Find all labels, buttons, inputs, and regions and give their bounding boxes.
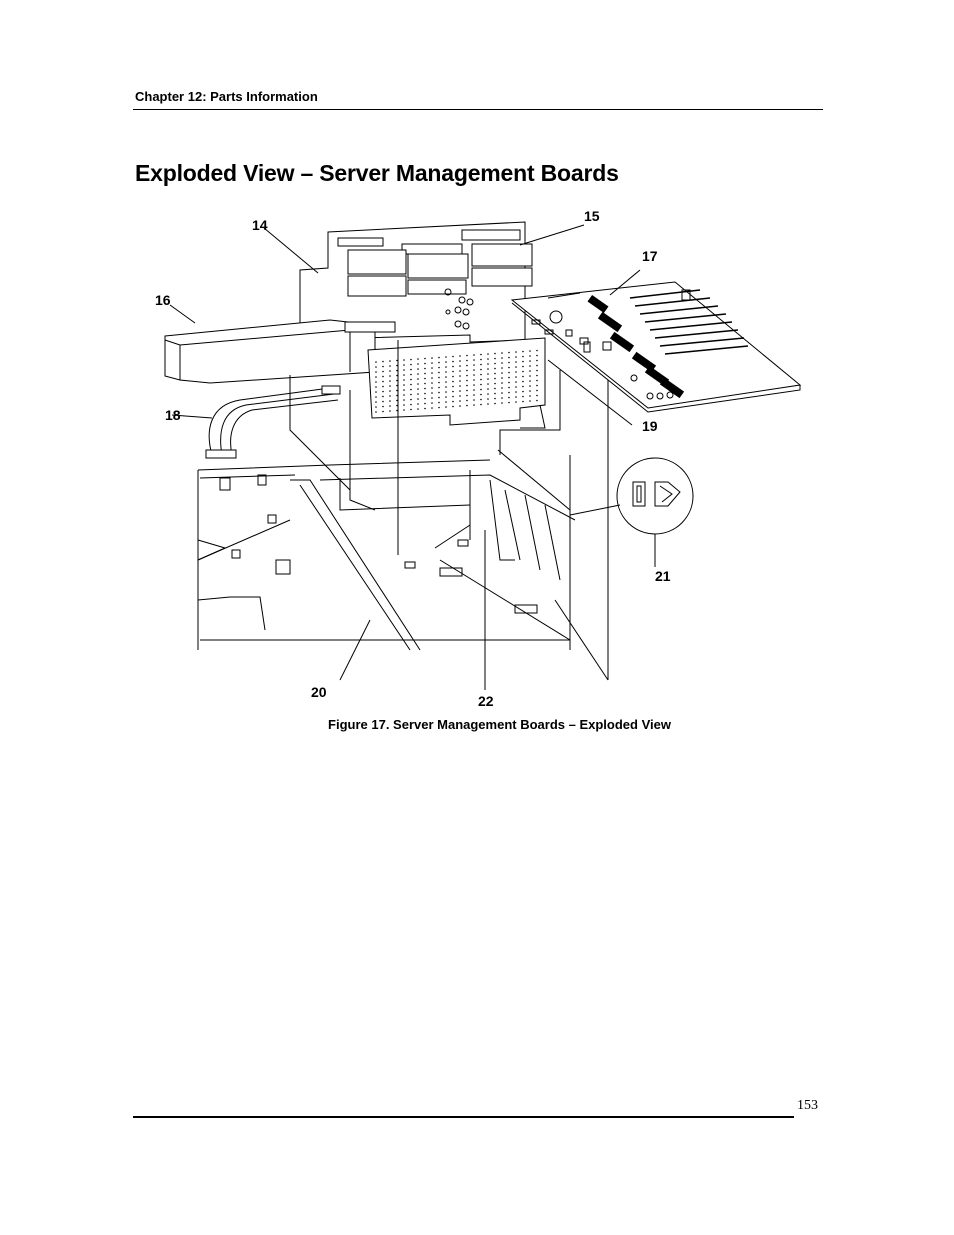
chassis (197, 449, 576, 651)
figure-caption-text: Figure 17. Server Management Boards – Ex… (328, 717, 671, 732)
callout-16: 16 (155, 292, 171, 308)
callout-19: 19 (642, 418, 658, 434)
callout-17: 17 (642, 248, 658, 264)
header-rule (133, 109, 823, 110)
running-header: Chapter 12: Parts Information (135, 89, 318, 104)
backplane-board (299, 221, 533, 343)
latch-detail (616, 457, 694, 535)
ribbon-cable (205, 385, 341, 459)
perforated-card (344, 321, 546, 429)
callout-22: 22 (478, 693, 494, 709)
callout-14: 14 (252, 217, 268, 233)
footer-rule (133, 1116, 794, 1118)
callout-21: 21 (655, 568, 671, 584)
page-number: 153 (797, 1098, 818, 1113)
cover-bracket (164, 319, 376, 384)
callout-20: 20 (311, 684, 327, 700)
callout-18: 18 (165, 407, 181, 423)
page-title: Exploded View – Server Management Boards (135, 160, 619, 186)
figure-caption: Figure 17. Server Management Boards – Ex… (0, 717, 954, 732)
leader-lines (169, 224, 656, 690)
memory-board (510, 281, 802, 413)
callout-15: 15 (584, 208, 600, 224)
exploded-view-diagram: 14 15 16 17 18 19 20 21 22 (155, 208, 802, 709)
